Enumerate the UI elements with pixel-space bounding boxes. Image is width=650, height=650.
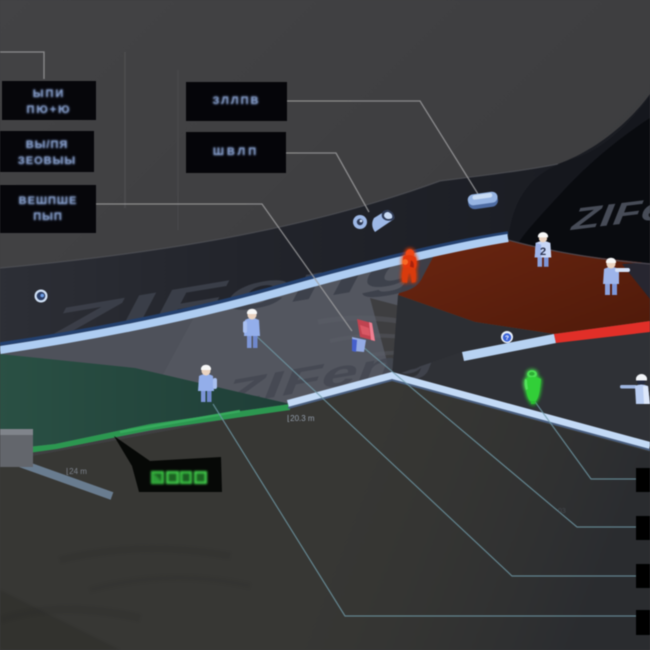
svg-text:2: 2 [540, 246, 546, 258]
svg-text:03: 03 [558, 508, 566, 515]
svg-text:?: ? [505, 335, 509, 342]
svg-text:⌊20.3 m: ⌊20.3 m [287, 414, 315, 423]
svg-text:⌊24 m: ⌊24 m [66, 467, 87, 476]
